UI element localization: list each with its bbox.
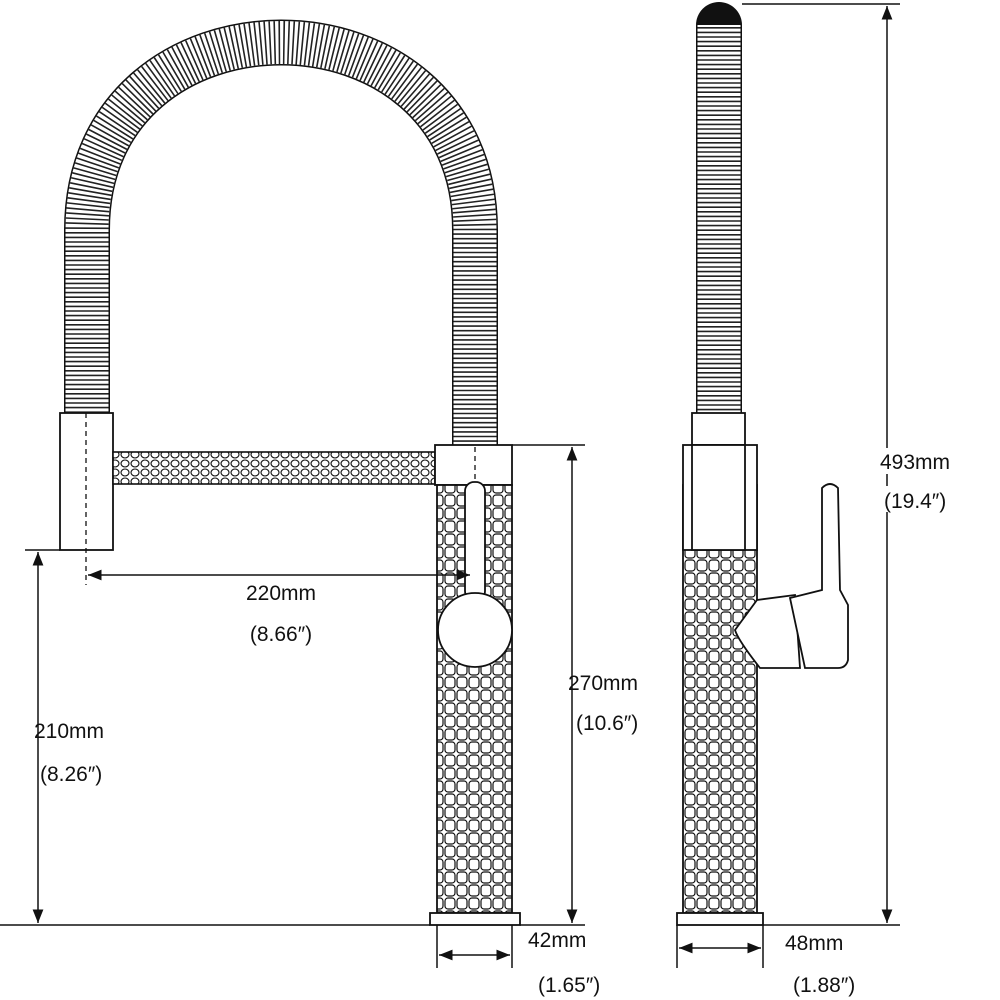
spout-height-metric: 210mm <box>34 720 104 743</box>
front-view <box>59 19 521 926</box>
side-base-width-metric: 48mm <box>785 932 843 955</box>
side-base <box>676 912 764 926</box>
front-handle-lever <box>464 481 486 601</box>
front-handle-knob <box>437 592 513 668</box>
front-crossbar <box>112 451 436 485</box>
front-base <box>429 912 521 926</box>
front-hose <box>64 19 498 447</box>
side-base-width-imperial: (1.88″) <box>793 974 855 997</box>
spout-height-imperial: (8.26″) <box>40 763 102 786</box>
side-body-inner <box>691 444 746 551</box>
front-base-width-metric: 42mm <box>528 929 586 952</box>
body-height-metric: 270mm <box>568 672 638 695</box>
total-height-metric: 493mm <box>880 451 950 474</box>
side-handle-lever <box>788 483 849 669</box>
spout-reach-imperial: (8.66″) <box>250 623 312 646</box>
front-base-width-imperial: (1.65″) <box>538 974 600 997</box>
side-hose <box>696 2 742 438</box>
side-view <box>676 2 849 926</box>
front-body-top <box>434 444 513 486</box>
body-height-imperial: (10.6″) <box>576 712 638 735</box>
spout-reach-metric: 220mm <box>246 582 316 605</box>
total-height-imperial: (19.4″) <box>884 490 946 513</box>
side-handle-base <box>734 593 801 669</box>
side-spout-block <box>691 412 746 446</box>
